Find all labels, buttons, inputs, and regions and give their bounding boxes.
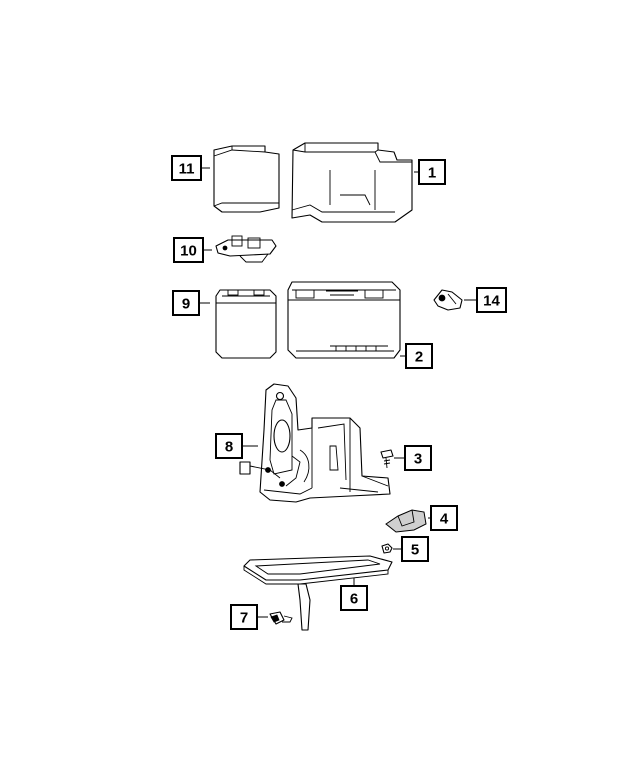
part-4-bracket-clip [385,509,427,533]
callout-8-label: 8 [225,439,233,456]
part-3-bolt [380,449,394,469]
part-5-nut [381,543,393,554]
part-9-battery-small [215,289,277,359]
callout-14-label: 14 [483,293,500,310]
callout-11: 11 [171,155,202,181]
part-11-thermal-wrap [213,145,280,213]
callout-7: 7 [230,604,258,630]
callout-9: 9 [172,290,200,316]
callout-3: 3 [404,445,432,471]
callout-4-label: 4 [440,511,449,528]
leader-lines [199,167,477,618]
callout-11-label: 11 [179,161,195,178]
part-2-battery [287,281,401,359]
part-8-battery-tray-bracket [239,383,391,503]
callout-7-label: 7 [240,610,248,627]
part-10-connector [215,235,277,263]
callout-1: 1 [418,159,446,185]
part-7-screw [269,611,293,625]
callout-2-label: 2 [415,349,423,366]
callout-1-label: 1 [428,165,436,182]
callout-6-label: 6 [350,591,358,608]
callout-5-label: 5 [411,542,419,559]
callout-10-label: 10 [180,243,197,260]
callout-9-label: 9 [182,296,190,313]
callout-10: 10 [173,237,204,263]
callout-8: 8 [215,433,243,459]
callout-6: 6 [340,585,368,611]
callout-4: 4 [430,505,458,531]
callout-3-label: 3 [414,451,422,468]
callout-14: 14 [476,287,507,313]
part-14-terminal-clamp [433,289,463,311]
callout-2: 2 [405,343,433,369]
callout-5: 5 [401,536,429,562]
part-1-battery-insulator [291,142,413,223]
part-6-hold-down-plate [243,555,393,631]
